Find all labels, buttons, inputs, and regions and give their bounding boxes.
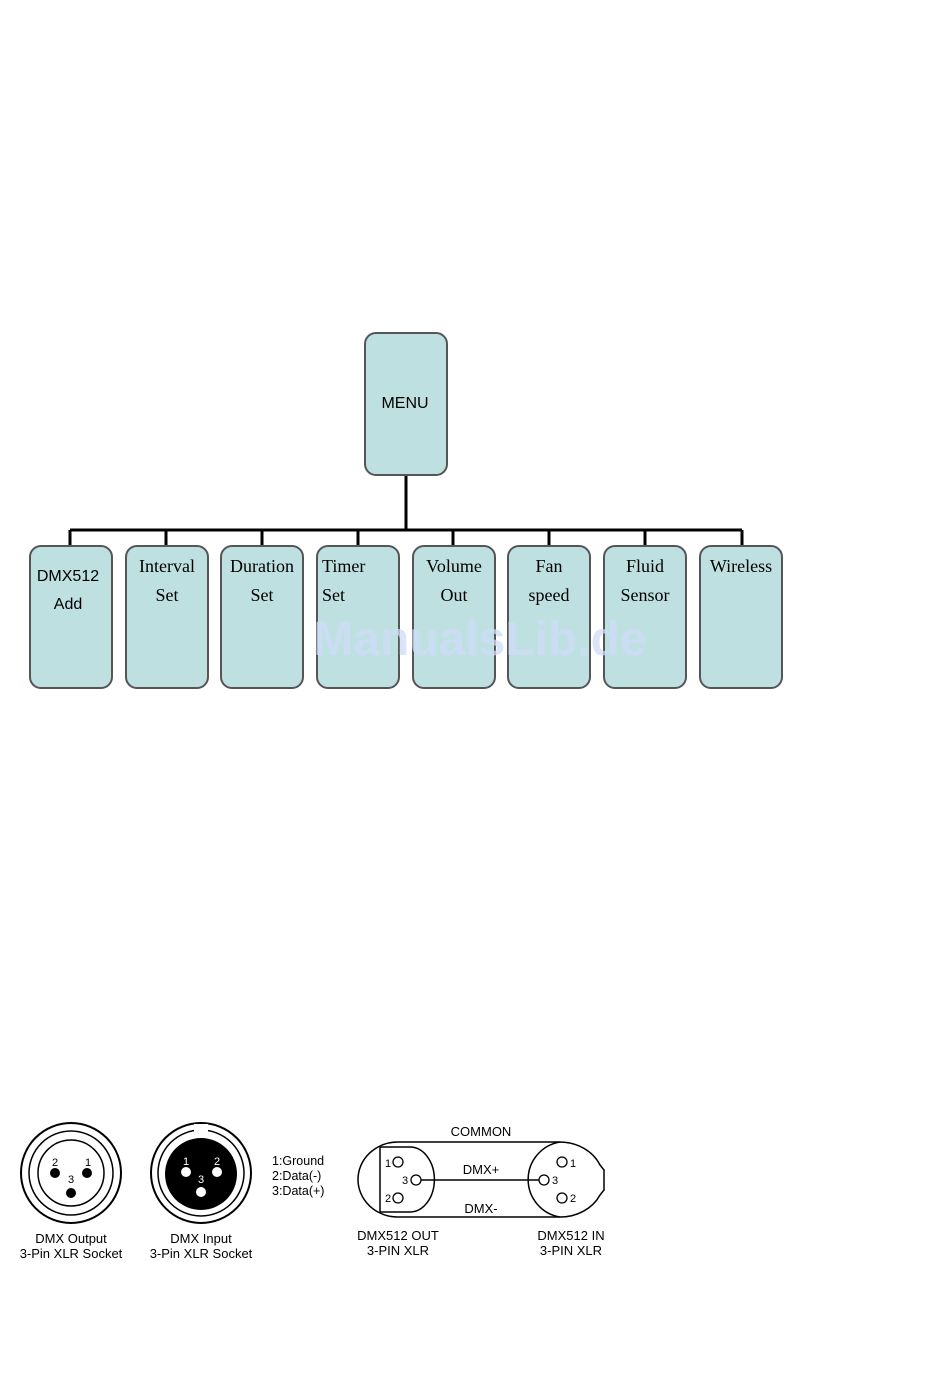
pin-number: 3 (402, 1175, 408, 1187)
pin-number: 1 (385, 1158, 391, 1170)
menu-item-label: Volume (426, 556, 482, 576)
menu-item-label: Out (441, 585, 468, 605)
menu-item-label: Timer (322, 556, 365, 576)
menu-item-label: Set (322, 585, 345, 605)
out-pin-2 (393, 1193, 403, 1203)
pin-hole (50, 1168, 60, 1178)
pin-hole (82, 1168, 92, 1178)
menu-item-label: Sensor (621, 585, 670, 605)
menu-item-label: speed (529, 585, 570, 605)
menu-item-label: DMX512 (37, 568, 99, 585)
pin-contact (196, 1187, 206, 1197)
common-label: COMMON (451, 1124, 512, 1139)
dmx-plus-label: DMX+ (463, 1162, 499, 1177)
in-pin-3 (539, 1175, 549, 1185)
menu-item-label: Set (155, 585, 178, 605)
in-pin-2 (557, 1193, 567, 1203)
dmx-output-connector: 2 1 3 DMX Output 3-Pin XLR Socket (20, 1123, 123, 1261)
out-pin-3 (411, 1175, 421, 1185)
pin-number: 3 (198, 1174, 204, 1186)
pin-number: 3 (68, 1174, 74, 1186)
out-caption: DMX512 OUT (357, 1228, 439, 1243)
menu-tree: MENU DMX512 Add Interval Set Duration Se… (30, 333, 782, 688)
menu-item-label: Fan (536, 556, 563, 576)
pin-number: 2 (385, 1193, 391, 1205)
input-caption: DMX Input (170, 1231, 232, 1246)
pin-number: 1 (570, 1158, 576, 1170)
pin-legend-item: 3:Data(+) (272, 1184, 324, 1198)
in-caption: DMX512 IN (537, 1228, 604, 1243)
output-caption: DMX Output (35, 1231, 107, 1246)
menu-item-label: Add (54, 596, 82, 613)
pin-number: 2 (214, 1156, 220, 1168)
input-caption: 3-Pin XLR Socket (150, 1246, 253, 1261)
dmx-input-connector: 1 2 3 DMX Input 3-Pin XLR Socket (150, 1123, 253, 1261)
pin-hole (66, 1188, 76, 1198)
menu-item-label: Duration (230, 556, 294, 576)
pin-contact (212, 1167, 222, 1177)
menu-root-label: MENU (381, 395, 428, 412)
menu-item-label: Wireless (710, 556, 772, 576)
pin-number: 2 (52, 1157, 58, 1169)
out-caption: 3-PIN XLR (367, 1243, 429, 1258)
pin-number: 3 (552, 1175, 558, 1187)
pin-legend-item: 2:Data(-) (272, 1169, 321, 1183)
pin-number: 1 (183, 1156, 189, 1168)
pin-legend: 1:Ground 2:Data(-) 3:Data(+) (272, 1154, 324, 1198)
pin-number: 2 (570, 1193, 576, 1205)
wiring-diagram: 1 3 2 1 3 2 COMMON DMX+ DMX- DMX512 OUT … (357, 1124, 604, 1258)
menu-item-label: Set (250, 585, 273, 605)
out-pin-1 (393, 1157, 403, 1167)
pin-legend-item: 1:Ground (272, 1154, 324, 1168)
xlr-key-notch (194, 1124, 208, 1132)
output-caption: 3-Pin XLR Socket (20, 1246, 123, 1261)
menu-item-label: Interval (139, 556, 195, 576)
pin-contact (181, 1167, 191, 1177)
in-pin-1 (557, 1157, 567, 1167)
in-caption: 3-PIN XLR (540, 1243, 602, 1258)
pin-number: 1 (85, 1157, 91, 1169)
menu-item-label: Fluid (626, 556, 664, 576)
dmx-minus-label: DMX- (464, 1201, 497, 1216)
